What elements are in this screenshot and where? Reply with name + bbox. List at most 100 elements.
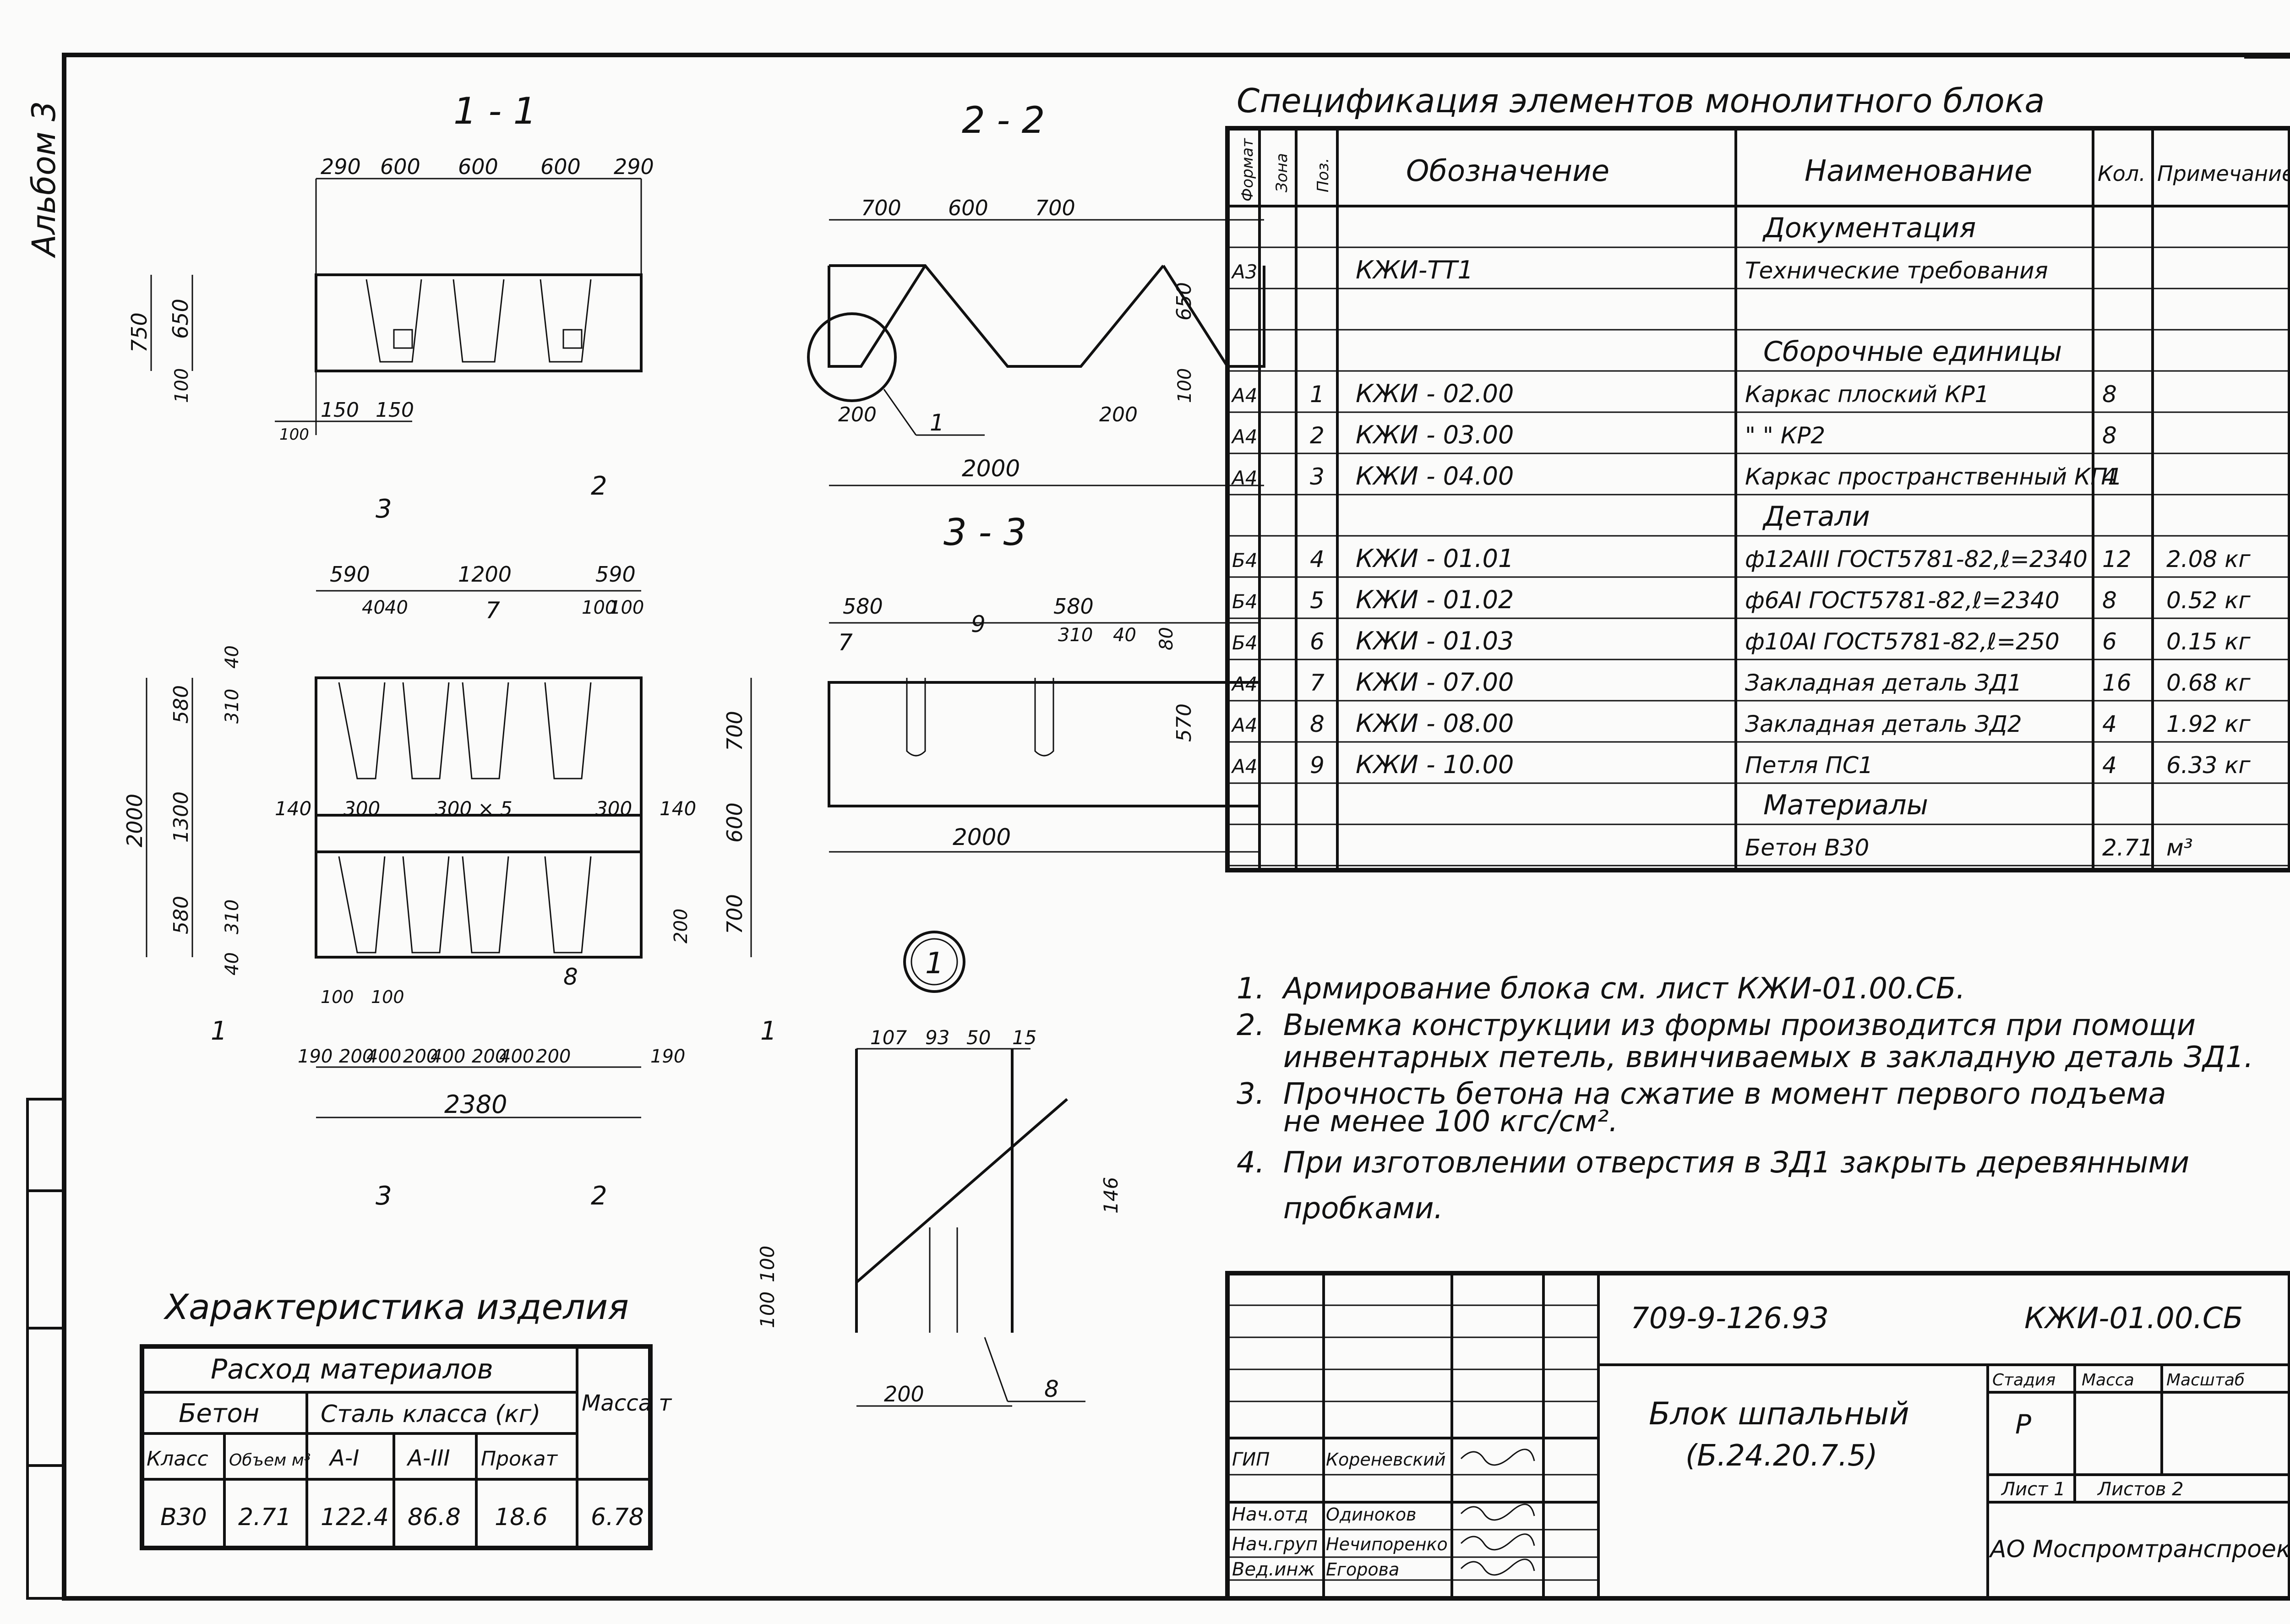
svg-text:40: 40 bbox=[222, 645, 243, 669]
svg-text:7: 7 bbox=[485, 597, 500, 624]
svg-text:310: 310 bbox=[222, 899, 243, 934]
svg-text:8: 8 bbox=[563, 964, 578, 990]
section-2-2: 2 - 2 700 600 700 650 100 1 200 200 2000 bbox=[807, 99, 1297, 486]
spec-designation: КЖИ - 07.00 bbox=[1356, 668, 1514, 697]
svg-text:А-III: А-III bbox=[406, 1445, 450, 1471]
spec-designation: КЖИ - 08.00 bbox=[1356, 709, 1514, 738]
svg-text:600: 600 bbox=[948, 196, 988, 220]
svg-text:2380: 2380 bbox=[444, 1090, 507, 1119]
spec-pos: 5 bbox=[1310, 587, 1325, 614]
svg-text:190: 190 bbox=[298, 1046, 333, 1067]
svg-text:100: 100 bbox=[756, 1292, 779, 1328]
svg-text:580: 580 bbox=[169, 896, 193, 934]
svg-text:122.4: 122.4 bbox=[321, 1504, 389, 1531]
signature bbox=[1460, 1533, 1535, 1551]
spec-qty: 6 bbox=[2102, 628, 2117, 655]
spec-pos: 6 bbox=[1310, 628, 1325, 655]
spec-name: Каркас плоский КР1 bbox=[1745, 381, 1989, 408]
spec-designation: КЖИ - 04.00 bbox=[1356, 462, 1514, 490]
spec-note: 6.33 кг bbox=[2166, 752, 2251, 779]
svg-text:А-I: А-I bbox=[328, 1445, 359, 1471]
svg-text:Кол.: Кол. bbox=[2098, 161, 2146, 186]
svg-text:2000: 2000 bbox=[122, 794, 147, 847]
item-code: (Б.24.20.7.5) bbox=[1685, 1439, 1878, 1473]
svg-text:2: 2 bbox=[591, 1181, 607, 1211]
svg-text:310: 310 bbox=[222, 689, 243, 724]
svg-text:3: 3 bbox=[376, 494, 392, 524]
spec-qty: 4 bbox=[2102, 711, 2117, 737]
spec-name: Петля ПС1 bbox=[1745, 752, 1873, 779]
role-title: Нач.груп bbox=[1232, 1534, 1318, 1555]
spec-designation: КЖИ - 01.03 bbox=[1356, 627, 1514, 655]
svg-text:700: 700 bbox=[722, 894, 747, 934]
svg-text:40: 40 bbox=[1113, 625, 1136, 646]
svg-text:750: 750 bbox=[127, 312, 152, 353]
spec-pos: 8 bbox=[1310, 711, 1325, 737]
album-label: Альбом 3 bbox=[25, 101, 63, 258]
spec-name: ф6АI ГОСТ5781-82,ℓ=2340 bbox=[1745, 587, 2060, 614]
svg-text:1200: 1200 bbox=[458, 562, 512, 587]
svg-text:3: 3 bbox=[376, 1181, 392, 1211]
role-person: Одиноков bbox=[1326, 1504, 1417, 1525]
svg-text:Масса т: Масса т bbox=[582, 1390, 672, 1416]
svg-text:2000: 2000 bbox=[962, 455, 1020, 482]
svg-text:Поз.: Поз. bbox=[1314, 158, 1332, 192]
spec-note: 0.15 кг bbox=[2166, 628, 2251, 655]
spec-pos: 2 bbox=[1310, 422, 1325, 449]
svg-text:400: 400 bbox=[431, 1046, 465, 1067]
svg-text:580: 580 bbox=[1053, 594, 1094, 619]
svg-text:100: 100 bbox=[171, 368, 192, 403]
role-person: Кореневский bbox=[1326, 1450, 1446, 1470]
spec-format: Б4 bbox=[1232, 590, 1258, 613]
characteristics-title: Характеристика изделия bbox=[163, 1286, 629, 1327]
svg-text:Листов 2: Листов 2 bbox=[2097, 1479, 2184, 1500]
spec-name: ф10АI ГОСТ5781-82,ℓ=250 bbox=[1745, 628, 2060, 655]
svg-text:Стадия: Стадия bbox=[1992, 1371, 2056, 1390]
signature bbox=[1460, 1559, 1535, 1576]
spec-title: Спецификация элементов монолитного блока bbox=[1237, 82, 2045, 120]
role-title: Нач.отд bbox=[1232, 1504, 1308, 1525]
spec-note: 0.52 кг bbox=[2166, 587, 2251, 614]
spec-designation: КЖИ - 01.01 bbox=[1356, 544, 1514, 573]
spec-name: Документация bbox=[1762, 212, 1976, 244]
svg-text:700: 700 bbox=[722, 711, 747, 751]
svg-text:2.71: 2.71 bbox=[238, 1504, 291, 1531]
spec-name: Технические требования bbox=[1745, 257, 2048, 284]
spec-pos: 7 bbox=[1310, 670, 1325, 696]
section-title: 1 - 1 bbox=[453, 90, 537, 132]
spec-qty: 8 bbox=[2102, 381, 2117, 408]
spec-note: 1.92 кг bbox=[2166, 711, 2251, 737]
item-name: Блок шпальный bbox=[1649, 1396, 1909, 1432]
svg-text:590: 590 bbox=[595, 562, 636, 587]
svg-text:700: 700 bbox=[1035, 196, 1075, 220]
svg-text:В30: В30 bbox=[160, 1504, 207, 1531]
svg-text:590: 590 bbox=[330, 562, 370, 587]
svg-text:1300: 1300 bbox=[169, 791, 193, 843]
svg-text:Примечание: Примечание bbox=[2157, 161, 2290, 186]
spec-name: Закладная деталь ЗД1 bbox=[1745, 670, 2022, 696]
svg-text:600: 600 bbox=[380, 154, 420, 179]
svg-text:18.6: 18.6 bbox=[495, 1504, 548, 1531]
title-block: 709-9-126.93 КЖИ-01.00.СБ Блок шпальный … bbox=[1225, 1271, 2290, 1601]
svg-text:80: 80 bbox=[1156, 627, 1177, 650]
notes: 1. Армирование блока см. лист КЖИ-01.00.… bbox=[1237, 972, 2253, 1226]
spec-pos: 1 bbox=[1310, 381, 1325, 408]
svg-text:Сталь класса (кг): Сталь класса (кг) bbox=[321, 1401, 540, 1428]
spec-name: Бетон В30 bbox=[1745, 834, 1869, 861]
left-stub bbox=[26, 1098, 65, 1600]
svg-text:100: 100 bbox=[1174, 368, 1195, 403]
svg-text:Р: Р bbox=[2015, 1409, 2031, 1440]
svg-text:200: 200 bbox=[1099, 403, 1138, 426]
svg-text:200: 200 bbox=[472, 1046, 507, 1067]
svg-text:100: 100 bbox=[371, 987, 404, 1007]
svg-text:Бетон: Бетон bbox=[179, 1399, 259, 1428]
svg-text:2: 2 bbox=[591, 471, 607, 501]
svg-text:93: 93 bbox=[925, 1026, 949, 1049]
svg-text:700: 700 bbox=[861, 196, 901, 220]
spec-qty: 2.71 bbox=[2102, 834, 2153, 861]
svg-text:400: 400 bbox=[499, 1046, 534, 1067]
svg-text:310: 310 bbox=[1058, 625, 1093, 646]
